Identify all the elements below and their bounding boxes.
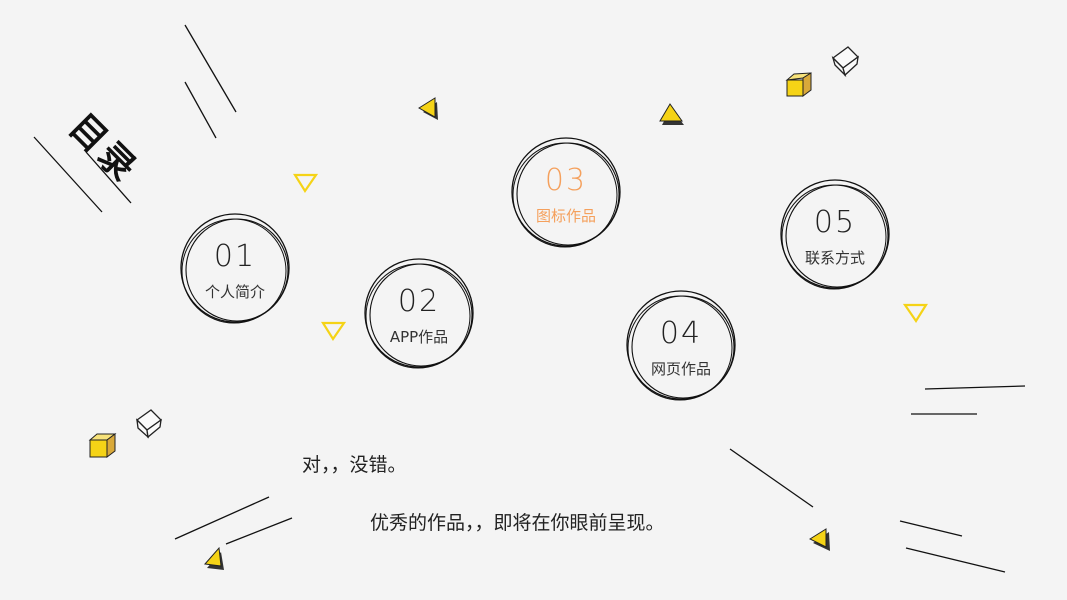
item-label: 图标作品 <box>508 205 624 226</box>
cube-outline-icon <box>137 410 161 437</box>
item-label: 网页作品 <box>623 358 739 379</box>
item-label: 联系方式 <box>777 247 893 268</box>
cube-icon <box>787 73 811 96</box>
menu-item-icon-works[interactable]: 03 图标作品 <box>508 137 624 253</box>
item-number: 05 <box>777 205 893 240</box>
menu-item-profile[interactable]: 01 个人简介 <box>177 213 293 329</box>
cube-icon <box>90 434 115 457</box>
item-number: 02 <box>361 284 477 319</box>
item-label: APP作品 <box>361 326 477 347</box>
decor-lines-top-left <box>34 25 236 212</box>
tagline-line-1: 对，，没错。 <box>302 450 407 477</box>
triangle-icon <box>205 548 224 570</box>
tagline-line-2: 优秀的作品，，即将在你眼前呈现。 <box>370 508 665 535</box>
menu-item-web-works[interactable]: 04 网页作品 <box>623 290 739 406</box>
cube-outline-icon <box>833 47 858 75</box>
triangle-icon <box>810 529 830 551</box>
item-number: 03 <box>508 163 624 198</box>
item-label: 个人简介 <box>177 281 293 302</box>
decor-lines-right <box>730 386 1025 572</box>
menu-item-app-works[interactable]: 02 APP作品 <box>361 258 477 374</box>
menu-item-contact[interactable]: 05 联系方式 <box>777 179 893 295</box>
item-number: 04 <box>623 316 739 351</box>
item-number: 01 <box>177 239 293 274</box>
decor-lines-bottom-left <box>175 497 292 544</box>
triangle-icon <box>419 98 438 120</box>
triangle-icon <box>660 104 684 125</box>
